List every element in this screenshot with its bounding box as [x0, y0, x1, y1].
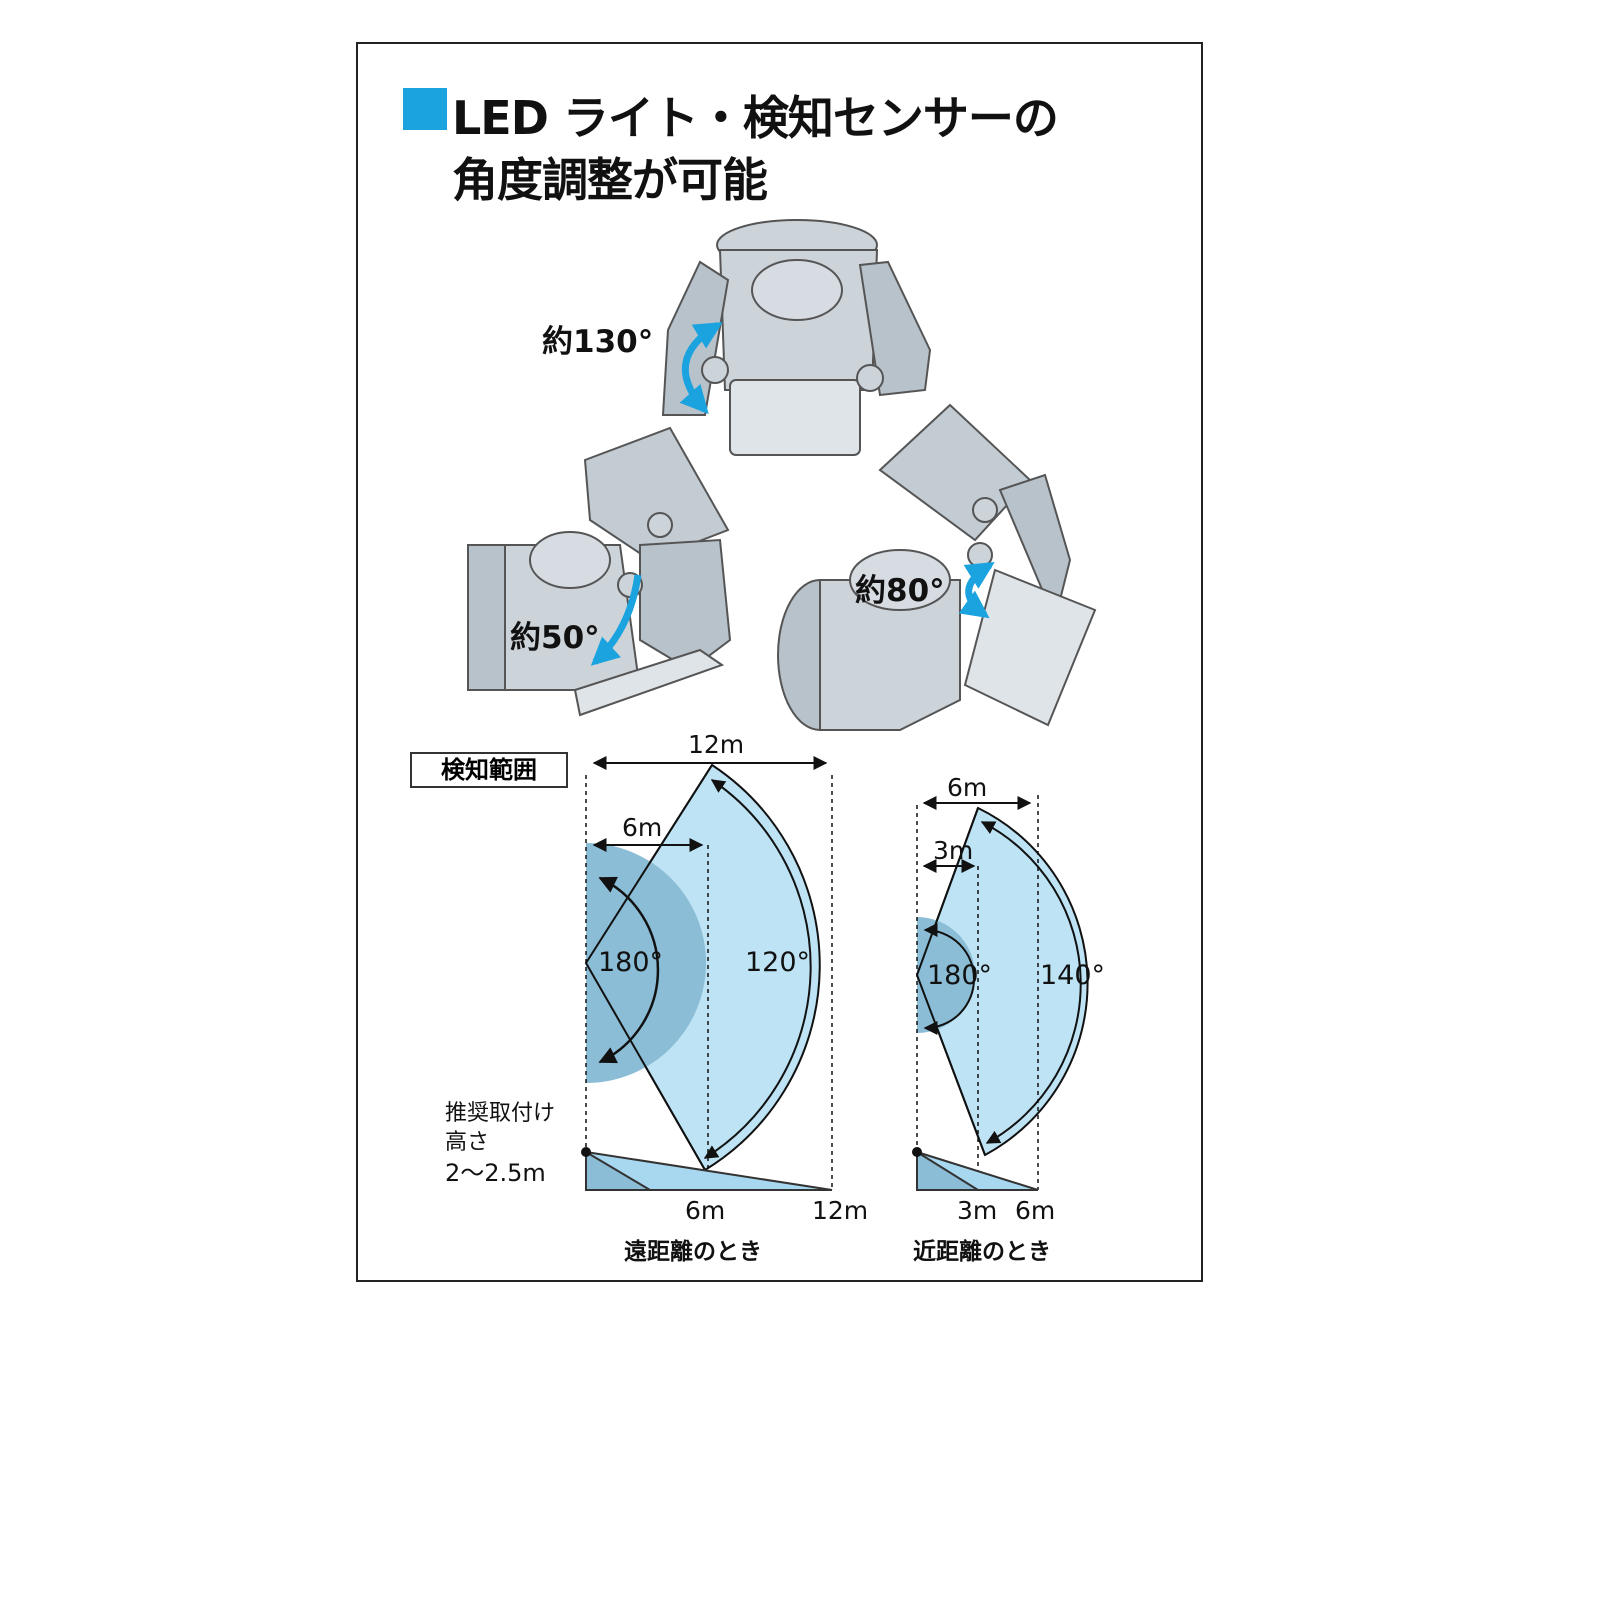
near-ground-3m: 3m [957, 1196, 998, 1225]
detection-range-label: 検知範囲 [410, 752, 568, 788]
angle-label-top: 約130° [542, 324, 654, 360]
device-right-illustration [777, 403, 1097, 731]
far-ground-12m: 12m [812, 1196, 869, 1225]
near-width-half: 3m [933, 836, 974, 865]
near-ground-6m: 6m [1015, 1196, 1056, 1225]
mount-height-line-1: 推奨取付け [445, 1101, 556, 1126]
far-detection-zone [581, 756, 833, 1191]
near-detection-zone [912, 795, 1089, 1191]
angle-label-right: 約80° [855, 573, 945, 609]
far-width-total: 12m [688, 730, 745, 759]
near-angle-inner: 180° [927, 960, 993, 991]
device-top-illustration [661, 219, 932, 456]
diagram-frame [356, 42, 1203, 1282]
far-caption: 遠距離のとき [624, 1239, 762, 1265]
far-ground-6m: 6m [685, 1196, 726, 1225]
title-bullet-square [403, 88, 447, 130]
title-line-2: 角度調整が可能 [452, 153, 768, 207]
rotate-arrow-top [679, 322, 723, 415]
near-width-total: 6m [947, 773, 988, 802]
far-width-half: 6m [622, 813, 663, 842]
rotate-arrow-left [590, 574, 642, 666]
mount-height-line-3: 2～2.5m [445, 1159, 546, 1187]
mount-height-line-2: 高さ [445, 1130, 490, 1155]
angle-label-left: 約50° [510, 620, 600, 656]
rotate-arrow-right [958, 562, 995, 619]
device-left-illustration [467, 426, 732, 717]
far-angle-outer: 120° [745, 947, 811, 978]
far-angle-inner: 180° [598, 947, 664, 978]
near-angle-outer: 140° [1040, 960, 1106, 991]
title-line-1: LED ライト・検知センサーの [452, 91, 1059, 145]
near-caption: 近距離のとき [913, 1239, 1051, 1265]
